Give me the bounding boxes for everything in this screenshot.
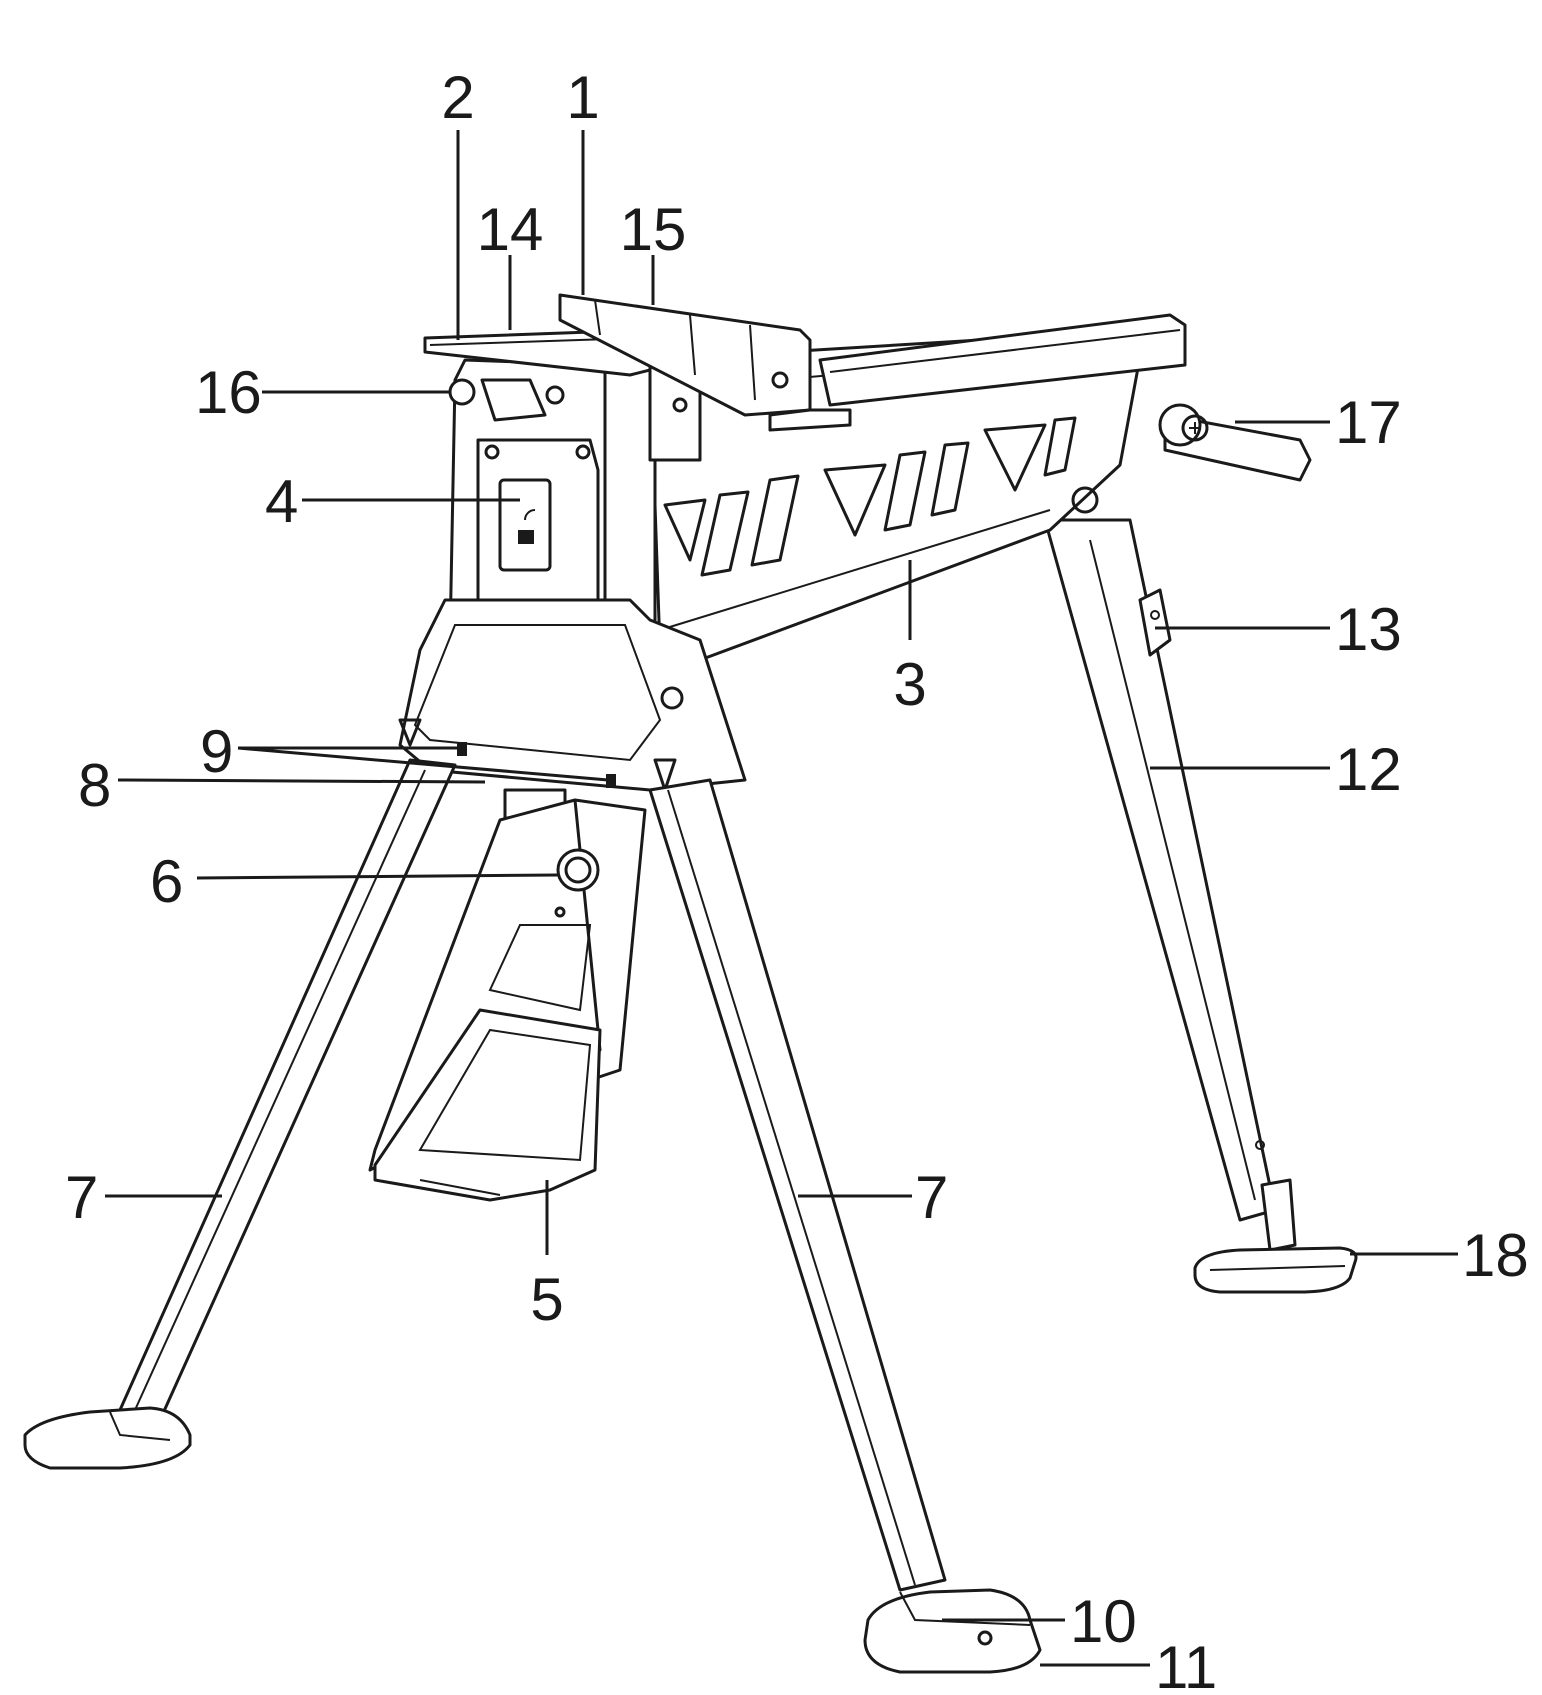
callout-13: 13: [1335, 596, 1402, 663]
callout-7-right: 7: [915, 1164, 948, 1231]
callout-14: 14: [477, 196, 544, 263]
callout-11: 11: [1155, 1634, 1217, 1695]
workbench-drawing: [23, 293, 1358, 1674]
callout-17: 17: [1335, 389, 1402, 456]
callout-8: 8: [78, 752, 111, 819]
rear-foot-pad: [1193, 1246, 1358, 1294]
callout-2: 2: [441, 64, 474, 131]
callout-5: 5: [530, 1266, 563, 1333]
right-foot-pad: [863, 1588, 1042, 1674]
callout-15: 15: [620, 196, 687, 263]
callout-12: 12: [1335, 736, 1402, 803]
callout-1: 1: [566, 64, 599, 131]
callout-3: 3: [893, 651, 926, 718]
callout-10: 10: [1070, 1588, 1137, 1655]
callout-18: 18: [1462, 1222, 1529, 1289]
top-rail: [818, 313, 1187, 407]
foot-pedal: [368, 788, 647, 1202]
leader-lines: [105, 130, 1458, 1667]
left-foot-pad: [23, 1406, 192, 1470]
callout-6: 6: [150, 848, 183, 915]
callout-7-left: 7: [65, 1164, 98, 1231]
callout-16: 16: [195, 359, 262, 426]
handle: [1158, 403, 1312, 482]
callout-labels: 1 2 14 15 16 4 17 13 3 12 9 8 6 7 7 5 18…: [65, 64, 1529, 1695]
rear-leg: [1043, 518, 1297, 1252]
right-front-leg: [648, 778, 947, 1592]
rear-jaw: [558, 293, 852, 432]
callout-9: 9: [200, 718, 233, 785]
callout-4: 4: [265, 468, 298, 535]
front-housing: [398, 598, 747, 792]
